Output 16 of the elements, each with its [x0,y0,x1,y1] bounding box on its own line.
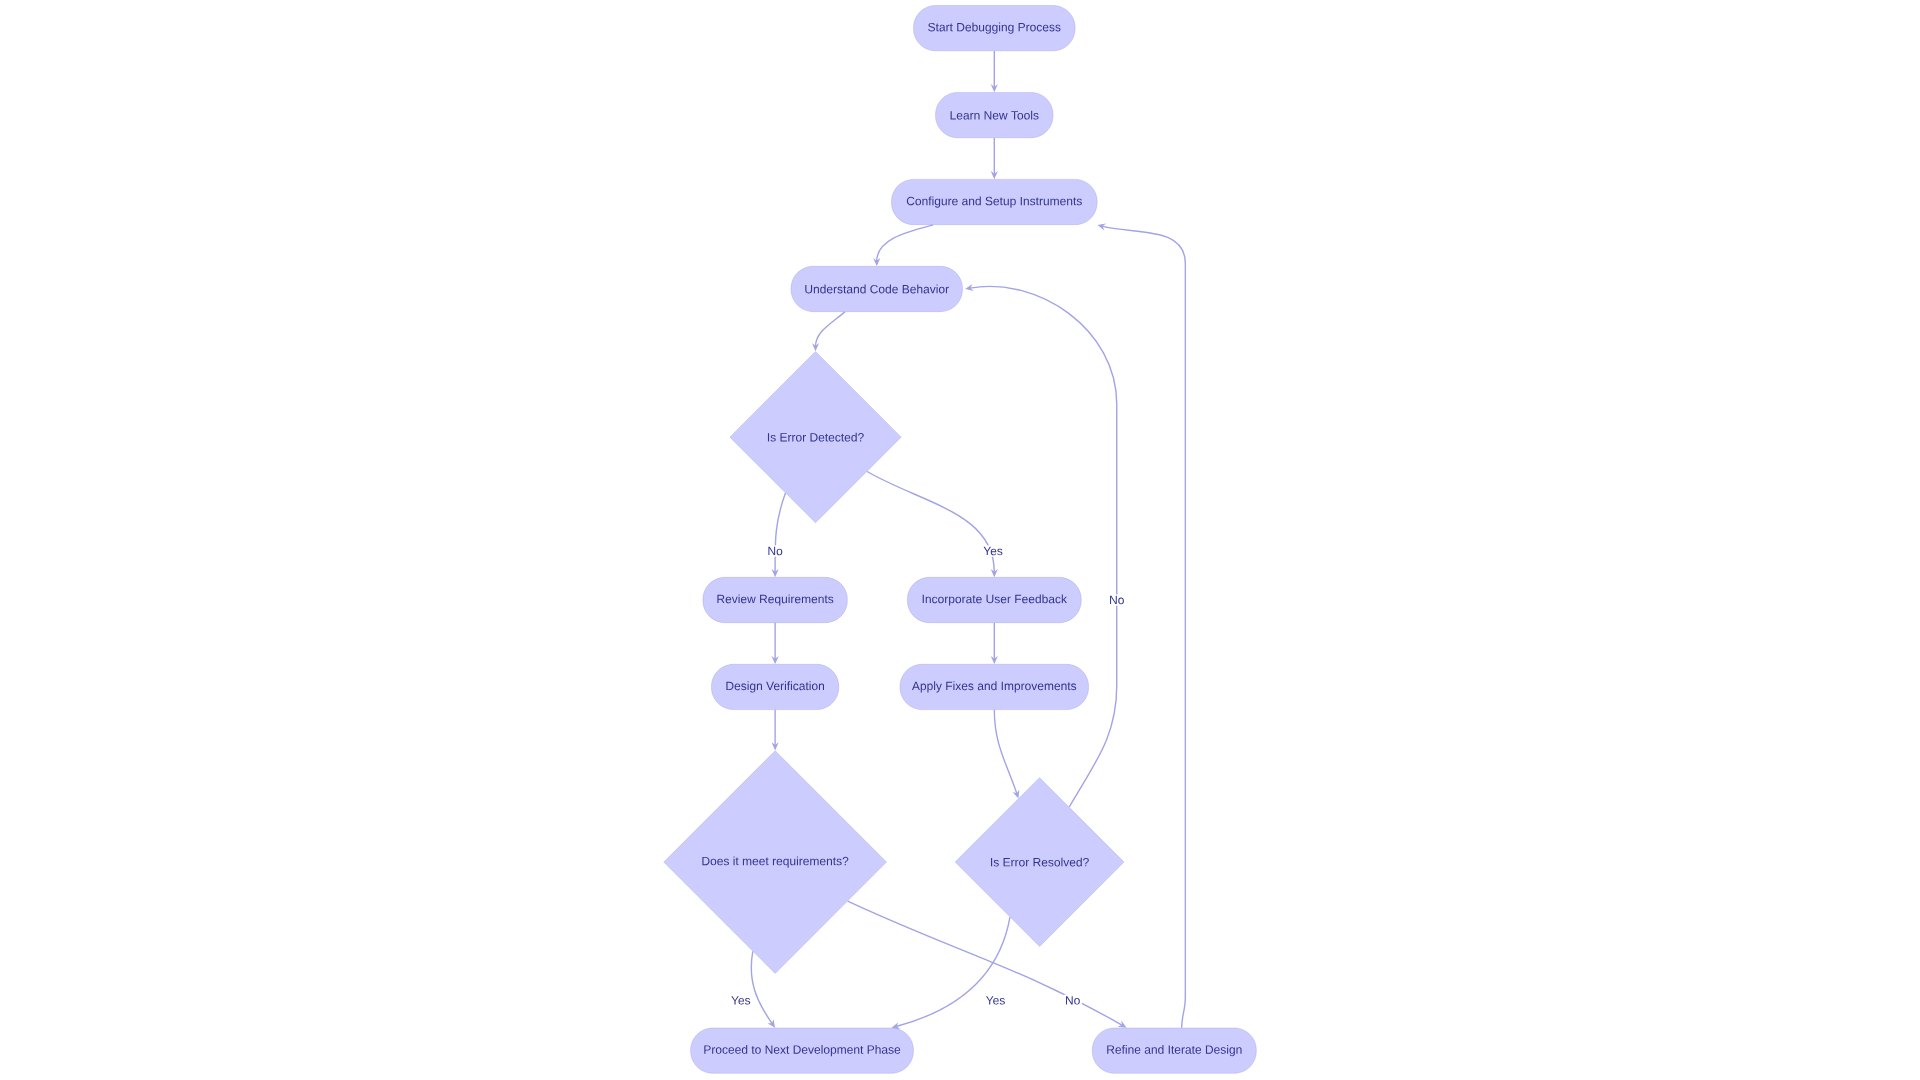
process-box: Design Verification [711,664,839,710]
process-box: Refine and Iterate Design [1092,1027,1257,1074]
process-box: Proceed to Next Development Phase [690,1027,914,1074]
process-box: Learn New Tools [935,92,1054,138]
process-box: Configure and Setup Instruments [891,179,1098,225]
edge-label: Yes [984,994,1007,1007]
edge-label: Yes [981,545,1005,557]
edge-label: No [1063,994,1082,1007]
process-box: Understand Code Behavior [790,266,963,312]
edge-label: Yes [729,994,753,1007]
edge-label: No [765,545,785,557]
process-box: Incorporate User Feedback [907,577,1082,623]
process-box: Apply Fixes and Improvements [899,664,1089,710]
process-box: Start Debugging Process [913,5,1076,51]
edge-label: No [1107,594,1126,606]
process-box: Review Requirements [702,577,848,623]
